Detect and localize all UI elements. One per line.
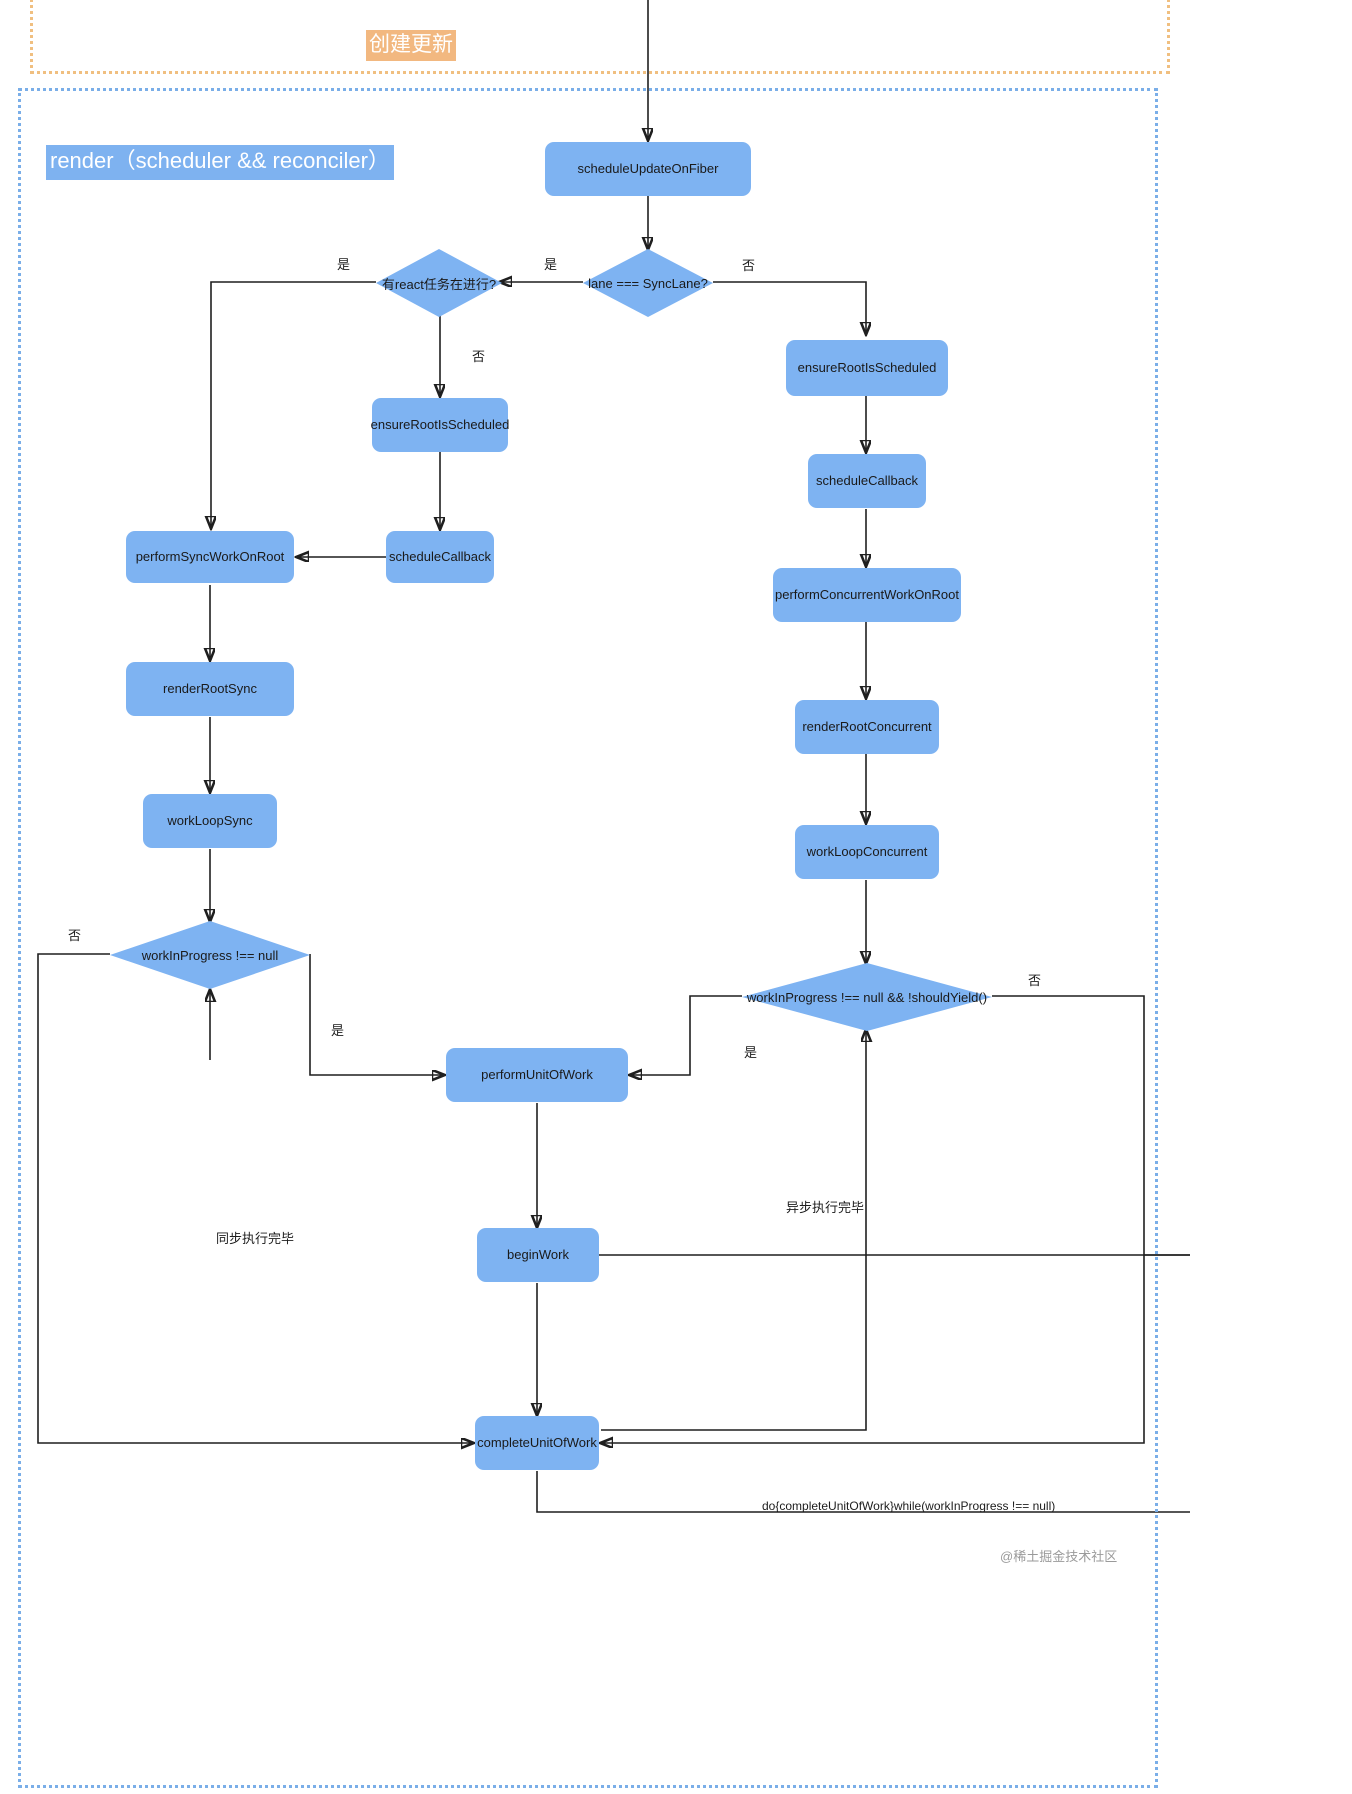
group-render bbox=[18, 88, 1158, 1788]
node-render-root-concurrent[interactable]: renderRootConcurrent bbox=[795, 700, 939, 754]
group-title-render: render（scheduler && reconciler） bbox=[46, 145, 394, 180]
node-schedule-callback-sync[interactable]: scheduleCallback bbox=[386, 531, 494, 583]
node-work-loop-sync[interactable]: workLoopSync bbox=[143, 794, 277, 848]
edge-label-do-while: do{completeUnitOfWork}while(workInProgre… bbox=[762, 1499, 1056, 1513]
node-schedule-callback-concurrent[interactable]: scheduleCallback bbox=[808, 454, 926, 508]
node-ensure-root-is-scheduled-sync[interactable]: ensureRootIsScheduled bbox=[371, 398, 509, 452]
edge-label-no-lane-sync: 否 bbox=[742, 258, 756, 273]
edge-label-yes-lane-sync: 是 bbox=[544, 257, 558, 272]
node-ensure-root-is-scheduled-concurrent[interactable]: ensureRootIsScheduled bbox=[786, 340, 948, 396]
node-perform-concurrent-work-on-root[interactable]: performConcurrentWorkOnRoot bbox=[773, 568, 961, 622]
edge-label-yes-has-react-task: 是 bbox=[337, 257, 351, 272]
node-render-root-sync[interactable]: renderRootSync bbox=[126, 662, 294, 716]
edge-label-async-done: 异步执行完毕 bbox=[786, 1200, 865, 1215]
edge-label-no-has-react-task: 否 bbox=[472, 349, 486, 364]
node-perform-sync-work-on-root[interactable]: performSyncWorkOnRoot bbox=[126, 531, 294, 583]
watermark: @稀土掘金技术社区 bbox=[1000, 1549, 1118, 1564]
group-title-create-update: 创建更新 bbox=[366, 30, 456, 61]
node-has-react-task[interactable]: 有react任务在进行? bbox=[376, 249, 502, 317]
node-perform-unit-of-work[interactable]: performUnitOfWork bbox=[446, 1048, 628, 1102]
node-work-in-progress-should-yield[interactable]: workInProgress !== null && !shouldYield(… bbox=[742, 963, 992, 1031]
edge-label-yes-wip-concurrent: 是 bbox=[744, 1045, 758, 1060]
group-create-update bbox=[30, 0, 1170, 74]
edge-label-no-wip-sync: 否 bbox=[68, 928, 82, 943]
node-complete-unit-of-work[interactable]: completeUnitOfWork bbox=[475, 1416, 599, 1470]
edge-label-no-wip-concurrent: 否 bbox=[1028, 973, 1042, 988]
node-work-loop-concurrent[interactable]: workLoopConcurrent bbox=[795, 825, 939, 879]
node-begin-work[interactable]: beginWork bbox=[477, 1228, 599, 1282]
node-lane-is-sync[interactable]: lane === SyncLane? bbox=[583, 249, 713, 317]
edge-label-yes-wip-sync: 是 bbox=[331, 1023, 345, 1038]
edge-label-sync-done: 同步执行完毕 bbox=[216, 1231, 295, 1246]
node-schedule-update-on-fiber[interactable]: scheduleUpdateOnFiber bbox=[545, 142, 751, 196]
node-work-in-progress-not-null[interactable]: workInProgress !== null bbox=[110, 921, 310, 989]
